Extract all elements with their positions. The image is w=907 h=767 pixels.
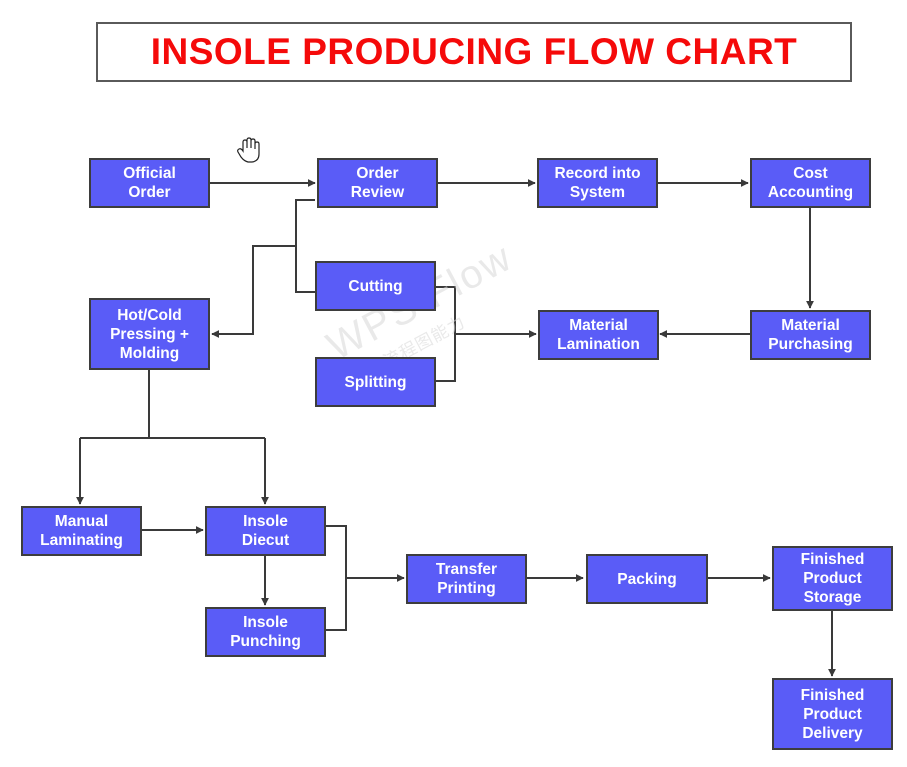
connector-cutting-bracket <box>436 286 456 382</box>
node-insole-punching[interactable]: Insole Punching <box>205 607 326 657</box>
node-official-order[interactable]: Official Order <box>89 158 210 208</box>
node-material-lamination[interactable]: Material Lamination <box>538 310 659 360</box>
node-packing[interactable]: Packing <box>586 554 708 604</box>
node-finished-product-delivery[interactable]: Finished Product Delivery <box>772 678 893 750</box>
node-finished-product-storage[interactable]: Finished Product Storage <box>772 546 893 611</box>
title-box: INSOLE PRODUCING FLOW CHART <box>96 22 852 82</box>
hand-cursor-icon <box>234 136 264 171</box>
node-insole-diecut[interactable]: Insole Diecut <box>205 506 326 556</box>
connector-diecut-bracket <box>326 525 347 631</box>
node-manual-laminating[interactable]: Manual Laminating <box>21 506 142 556</box>
connector-review-to-cutting <box>295 199 315 293</box>
node-transfer-printing[interactable]: Transfer Printing <box>406 554 527 604</box>
node-splitting[interactable]: Splitting <box>315 357 436 407</box>
connector-review-to-hotcold <box>211 245 296 338</box>
node-material-purchasing[interactable]: Material Purchasing <box>750 310 871 360</box>
node-cost-accounting[interactable]: Cost Accounting <box>750 158 871 208</box>
node-hot-cold-pressing-molding[interactable]: Hot/Cold Pressing + Molding <box>89 298 210 370</box>
node-record-into-system[interactable]: Record into System <box>537 158 658 208</box>
node-cutting[interactable]: Cutting <box>315 261 436 311</box>
chart-title: INSOLE PRODUCING FLOW CHART <box>150 31 798 72</box>
node-order-review[interactable]: Order Review <box>317 158 438 208</box>
